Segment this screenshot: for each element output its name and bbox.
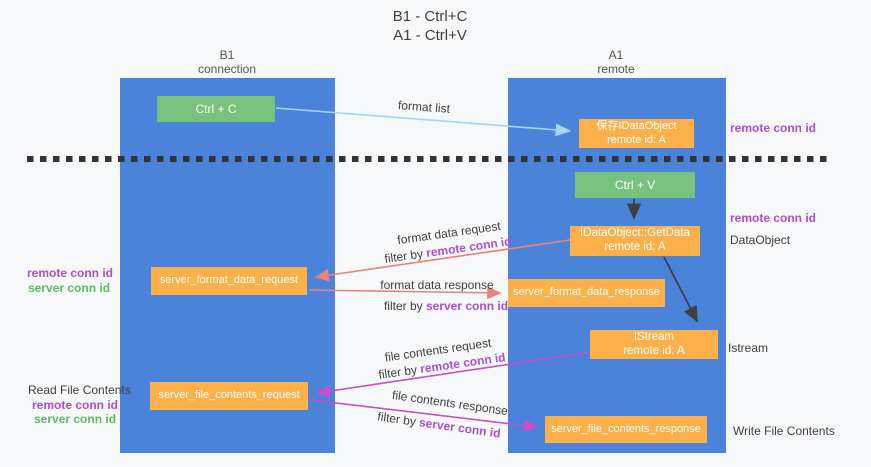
- right-label-remote-conn-id-2: remote conn id: [730, 211, 817, 225]
- lane-a1-title: A1: [608, 48, 624, 62]
- node-ctrl-c: Ctrl + C: [157, 96, 275, 122]
- left-label-remote-conn-id-1: remote conn id: [27, 266, 114, 280]
- lane-b1-subtitle: connection: [197, 62, 257, 76]
- edge-label-filter-server-1: filter by server conn id: [384, 299, 508, 313]
- node-istream-line1: IStream: [633, 330, 675, 343]
- server-conn-id-text: server conn id: [425, 299, 509, 313]
- lane-header-b1: B1 connection: [198, 48, 256, 76]
- node-file-request-label: server_file_contents_request: [158, 389, 300, 402]
- right-label-istream: Istream: [728, 341, 769, 355]
- node-ctrl-v-label: Ctrl + V: [614, 177, 656, 192]
- diagram-title: B1 - Ctrl+C A1 - Ctrl+V: [393, 7, 468, 45]
- lane-header-a1: A1 remote: [597, 48, 634, 76]
- node-server-format-data-request: server_format_data_request: [151, 267, 307, 295]
- file-contents-response-arrow: [310, 399, 539, 432]
- filter-by-text: filter by: [383, 299, 426, 313]
- title-line-1: B1 - Ctrl+C: [392, 8, 468, 25]
- right-label-dataobject: DataObject: [730, 233, 791, 247]
- left-label-read-file-contents: Read File Contents: [28, 383, 131, 397]
- file-contents-request-arrow: [315, 351, 592, 398]
- node-ctrl-c-label: Ctrl + C: [195, 101, 237, 116]
- node-save-idataobject: 保存IDataObject remote id: A: [579, 119, 694, 148]
- right-label-remote-conn-id-1: remote conn id: [730, 121, 817, 135]
- left-label-remote-conn-id-2: remote conn id: [32, 398, 119, 412]
- title-line-2: A1 - Ctrl+V: [393, 27, 467, 44]
- node-ctrl-v: Ctrl + V: [575, 172, 695, 198]
- node-format-request-label: server_format_data_request: [159, 274, 299, 287]
- node-istream: IStream remote id: A: [590, 330, 718, 359]
- format-data-response-arrow: [308, 286, 502, 300]
- node-save-idataobject-line2: remote id: A: [607, 133, 666, 146]
- node-file-response-label: server_file_contents_response: [551, 422, 701, 435]
- getdata-to-istream-arrow: [663, 256, 698, 323]
- node-server-file-contents-response: server_file_contents_response: [545, 416, 707, 443]
- node-getdata-line2: remote id: A: [604, 241, 666, 253]
- right-label-write-file-contents: Write File Contents: [733, 424, 835, 438]
- node-getdata-line1: IDataObject::GetData: [580, 227, 690, 240]
- format-data-request-arrow: [314, 239, 571, 282]
- node-istream-line2: remote id: A: [623, 344, 685, 357]
- lane-a1-subtitle: remote: [597, 62, 635, 76]
- node-server-format-data-response: server_format_data_response: [508, 279, 665, 307]
- node-save-idataobject-line1: 保存IDataObject: [596, 120, 677, 133]
- node-server-file-contents-request: server_file_contents_request: [150, 382, 308, 410]
- left-label-server-conn-id-1: server conn id: [28, 281, 111, 295]
- format-list-arrow: [275, 107, 572, 137]
- edge-label-format-data-response: format data response: [380, 278, 494, 292]
- node-format-response-label: server_format_data_response: [513, 286, 660, 299]
- lane-b1-title: B1: [219, 48, 235, 62]
- node-idataobject-getdata: IDataObject::GetData remote id: A: [570, 226, 700, 256]
- left-label-server-conn-id-2: server conn id: [34, 412, 117, 426]
